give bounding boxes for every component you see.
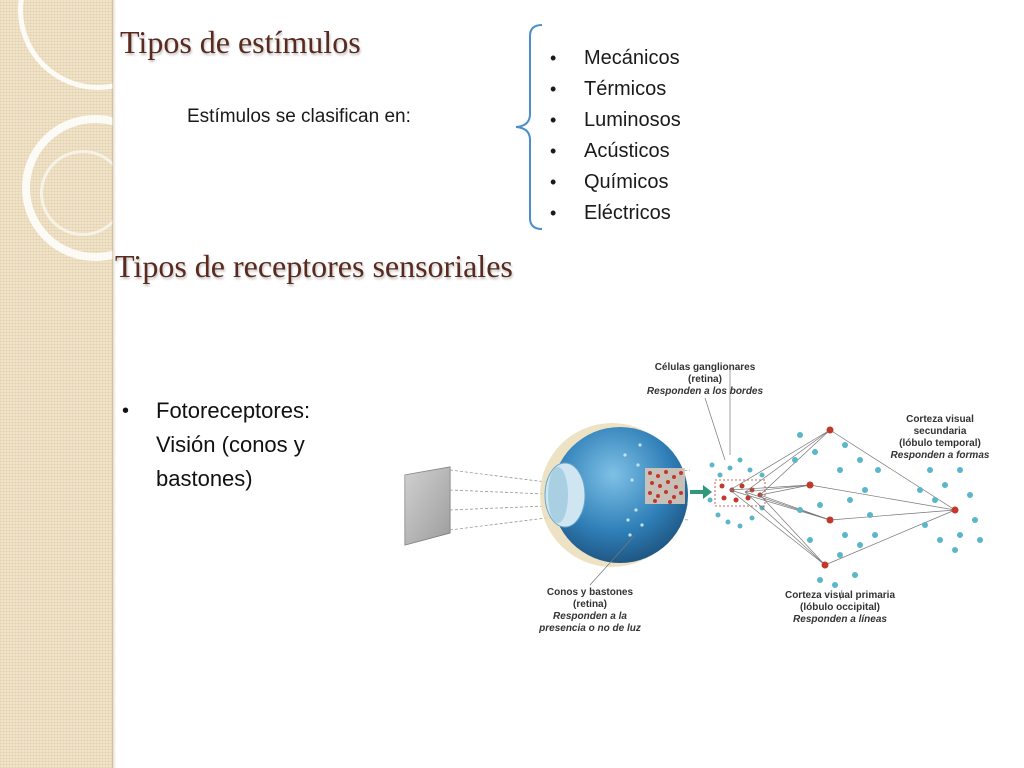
label-text: Corteza visual (906, 414, 974, 425)
retina-patch (623, 443, 685, 537)
label-text: Células ganglionares (655, 362, 756, 373)
arrow-icon (690, 485, 712, 499)
decorative-sidebar (0, 0, 113, 768)
label-text: (retina) (573, 599, 607, 610)
visual-pathway-diagram: Células ganglionares (retina) Responden … (404, 362, 990, 634)
label-text: presencia o no de luz (538, 623, 641, 634)
cortex-neurons (806, 426, 959, 569)
stimulus-list: Mecánicos Térmicos Luminosos Acústicos Q… (548, 44, 681, 230)
photoreceptor-line: bastones) (156, 466, 253, 491)
label-text: Conos y bastones (547, 587, 634, 598)
label-text: (retina) (688, 374, 722, 385)
label-text: Responden a la (553, 611, 627, 622)
label-cones-rods: Conos y bastones (retina) Responden a la… (538, 587, 641, 634)
label-text: Responden a líneas (793, 614, 887, 625)
label-text: Corteza visual primaria (785, 590, 895, 601)
decorative-ring-icon (40, 150, 113, 236)
eyeball (540, 423, 688, 567)
label-text: Responden a formas (891, 450, 990, 461)
bullet-icon: • (122, 400, 130, 422)
list-item: Acústicos (548, 137, 681, 168)
label-secondary-cortex: Corteza visual secundaria (lóbulo tempor… (891, 414, 990, 461)
title-stimulus-types: Tipos de estímulos (120, 24, 361, 60)
label-text: Responden a los bordes (647, 386, 764, 397)
stimuli-intro: Estímulos se clasifican en: (187, 106, 411, 127)
list-item: Mecánicos (548, 44, 681, 75)
title-receptor-types: Tipos de receptores sensoriales (115, 248, 513, 284)
list-item: Eléctricos (548, 199, 681, 230)
label-text: (lóbulo occipital) (800, 602, 880, 613)
photoreceptor-line: Visión (conos y (156, 432, 305, 457)
ganglion-cluster (707, 457, 766, 529)
label-ganglion: Células ganglionares (retina) Responden … (647, 362, 764, 397)
neural-connections (729, 370, 956, 601)
label-text: (lóbulo temporal) (899, 438, 981, 449)
decorative-ring-icon (18, 0, 113, 90)
list-item: Térmicos (548, 75, 681, 106)
label-primary-cortex: Corteza visual primaria (lóbulo occipita… (785, 590, 895, 625)
list-item: Químicos (548, 168, 681, 199)
photoreceptor-line: Fotoreceptores: (156, 398, 311, 423)
label-text: secundaria (914, 426, 967, 437)
sidebar-edge (112, 0, 116, 768)
cortex-cells (792, 432, 983, 588)
photoreceptor-bullet: • Fotoreceptores: Visión (conos y baston… (122, 394, 362, 496)
list-item: Luminosos (548, 106, 681, 137)
brace-icon (515, 24, 543, 230)
